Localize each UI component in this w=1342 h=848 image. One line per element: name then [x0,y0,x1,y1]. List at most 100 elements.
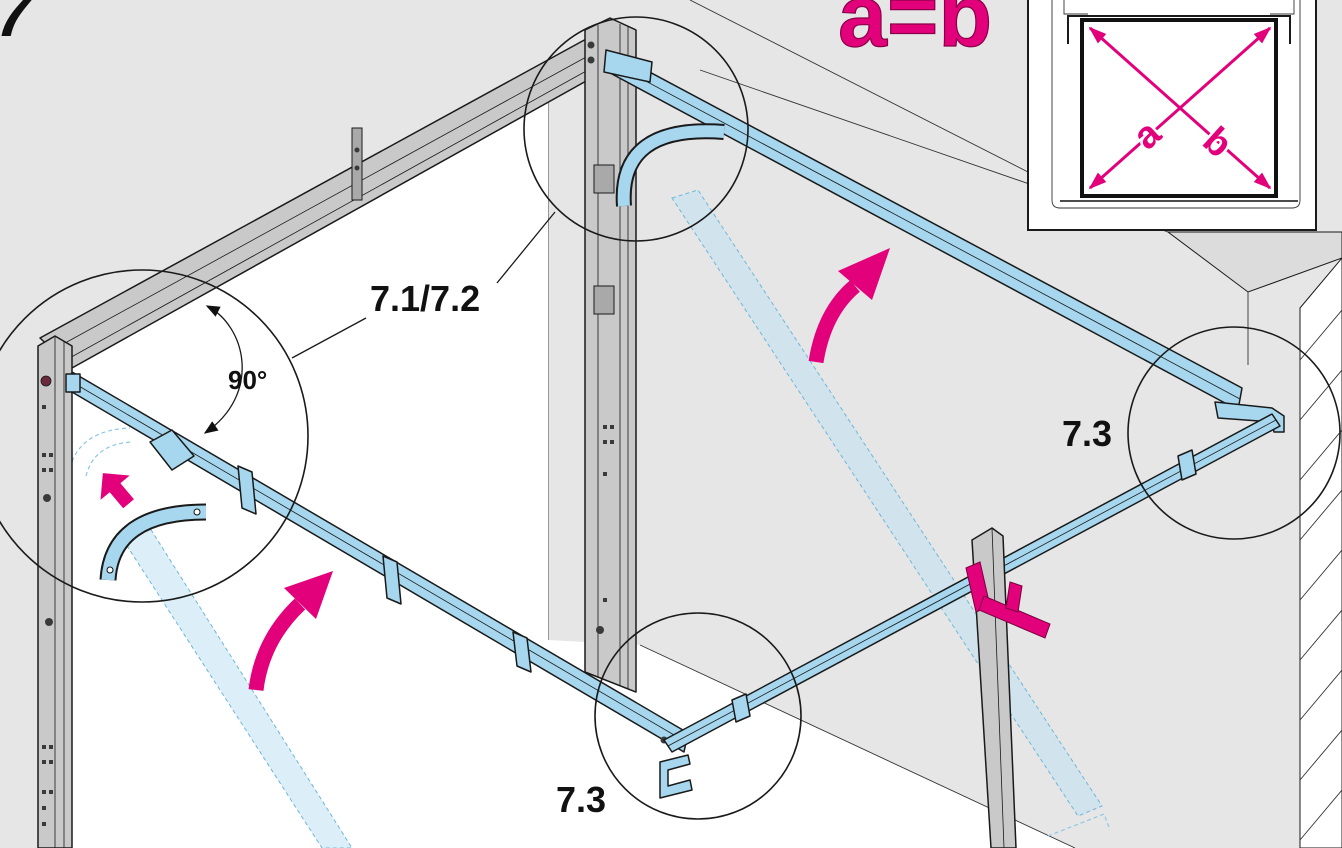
splice-plate [512,631,532,673]
hatch-line [1299,429,1342,481]
door-opening [72,102,548,848]
rail-top-bracket [603,49,653,83]
mounting-hole [42,760,46,764]
inset-wall-outline [1051,0,1301,209]
mounting-hole [49,760,53,764]
callout-angle: 90° [228,365,267,395]
splice-plate [382,555,402,605]
right-rail-groove [611,62,1241,400]
curved-track-fill [101,505,207,581]
hatch-line [1299,669,1342,721]
mounting-hole [49,745,53,749]
mounting-hole [603,425,607,429]
mounting-hole [42,790,46,794]
mounting-hole [42,822,46,826]
clamp-handle [978,595,1051,639]
detail-circle-left [0,269,309,603]
hatch-line [1299,369,1342,421]
mounting-hole [42,806,46,810]
right-curved-track [615,123,725,207]
angle-bracket [149,429,195,471]
angle-arc [203,305,243,434]
step-number: 7 [0,0,35,50]
diagonal-equation: a=b [838,0,992,65]
hanger-plate [351,127,363,201]
curved-track-fill [617,125,725,207]
mounting-hole [106,566,114,574]
arrow-head [838,248,890,300]
mounting-hole [603,598,607,602]
bolt [596,626,604,634]
right-door-post [584,17,637,693]
mounting-hole [42,405,46,409]
bolt [45,618,53,626]
hatch-line [1299,729,1342,781]
corner-bracket-right [1214,401,1285,433]
mounting-hole [49,790,53,794]
hidden-curve-left-inner [85,441,133,477]
leader-line-top [496,211,556,284]
support-post-edge [991,527,1005,848]
header-beam-edge [55,55,589,349]
lift-arrow-left [248,571,333,692]
detail-circle-top [523,16,749,242]
inset-post-outline [1063,0,1295,15]
bolt [43,494,51,502]
callout-corner-right: 7.3 [1062,413,1112,454]
hidden-track-hook [1047,813,1111,837]
curved-track-piece [99,503,207,581]
post-bracket [593,164,615,194]
rail-end-bracket [65,373,81,393]
callout-corner-bottom: 7.3 [556,779,606,820]
arrow-shaft [808,280,860,364]
hatch-line [1299,309,1342,361]
inset-header-profile [1067,15,1291,44]
ceiling-line [689,0,1029,173]
mounting-hole [603,440,607,444]
mounting-hole [610,440,614,444]
arrow-shaft [248,598,306,692]
wall-return [1166,231,1342,848]
left-door-post [37,335,73,848]
bolt [587,56,595,64]
arrow-head [284,571,333,619]
bolt [587,41,595,49]
mounting-hole [42,745,46,749]
hatch-line [1299,789,1342,841]
diagonal-check-inset: a b [1027,0,1317,231]
mounting-hole [354,147,360,153]
inset-door-frame [1080,18,1278,198]
mounting-hole [49,453,53,457]
detail-circle-bottom [594,612,802,820]
mounting-hole [49,468,53,472]
floor [548,640,1075,848]
post-bracket [593,285,615,315]
header-hanger-bracket [351,127,363,201]
rail-clip [731,693,751,723]
mounting-hole [42,453,46,457]
hatch-line [1299,489,1342,541]
hidden-track-left [119,524,353,848]
mounting-hole [193,508,201,516]
mounting-hole [603,472,607,476]
diagonal-b [1088,26,1272,190]
leader-line-left [291,317,367,359]
detail-circle-right [1127,326,1341,540]
callout-header-rails: 7.1/7.2 [370,278,480,319]
rail-clip [1177,449,1197,481]
clamp [965,561,1051,639]
wall-return-top [1166,231,1342,293]
hatch-line [1299,609,1342,661]
mounting-hole [42,468,46,472]
wall-section-hatching [1299,309,1342,841]
wall-section-panel [1299,257,1342,848]
mounting-hole [354,165,360,171]
bolt [40,375,52,387]
insert-arrow [100,473,134,509]
clamp-jaw [1005,581,1023,613]
mounting-hole [610,425,614,429]
corner-bracket-bottom [659,754,693,799]
right-horizontal-rail [603,49,1285,433]
header-beam-edge [65,69,589,361]
